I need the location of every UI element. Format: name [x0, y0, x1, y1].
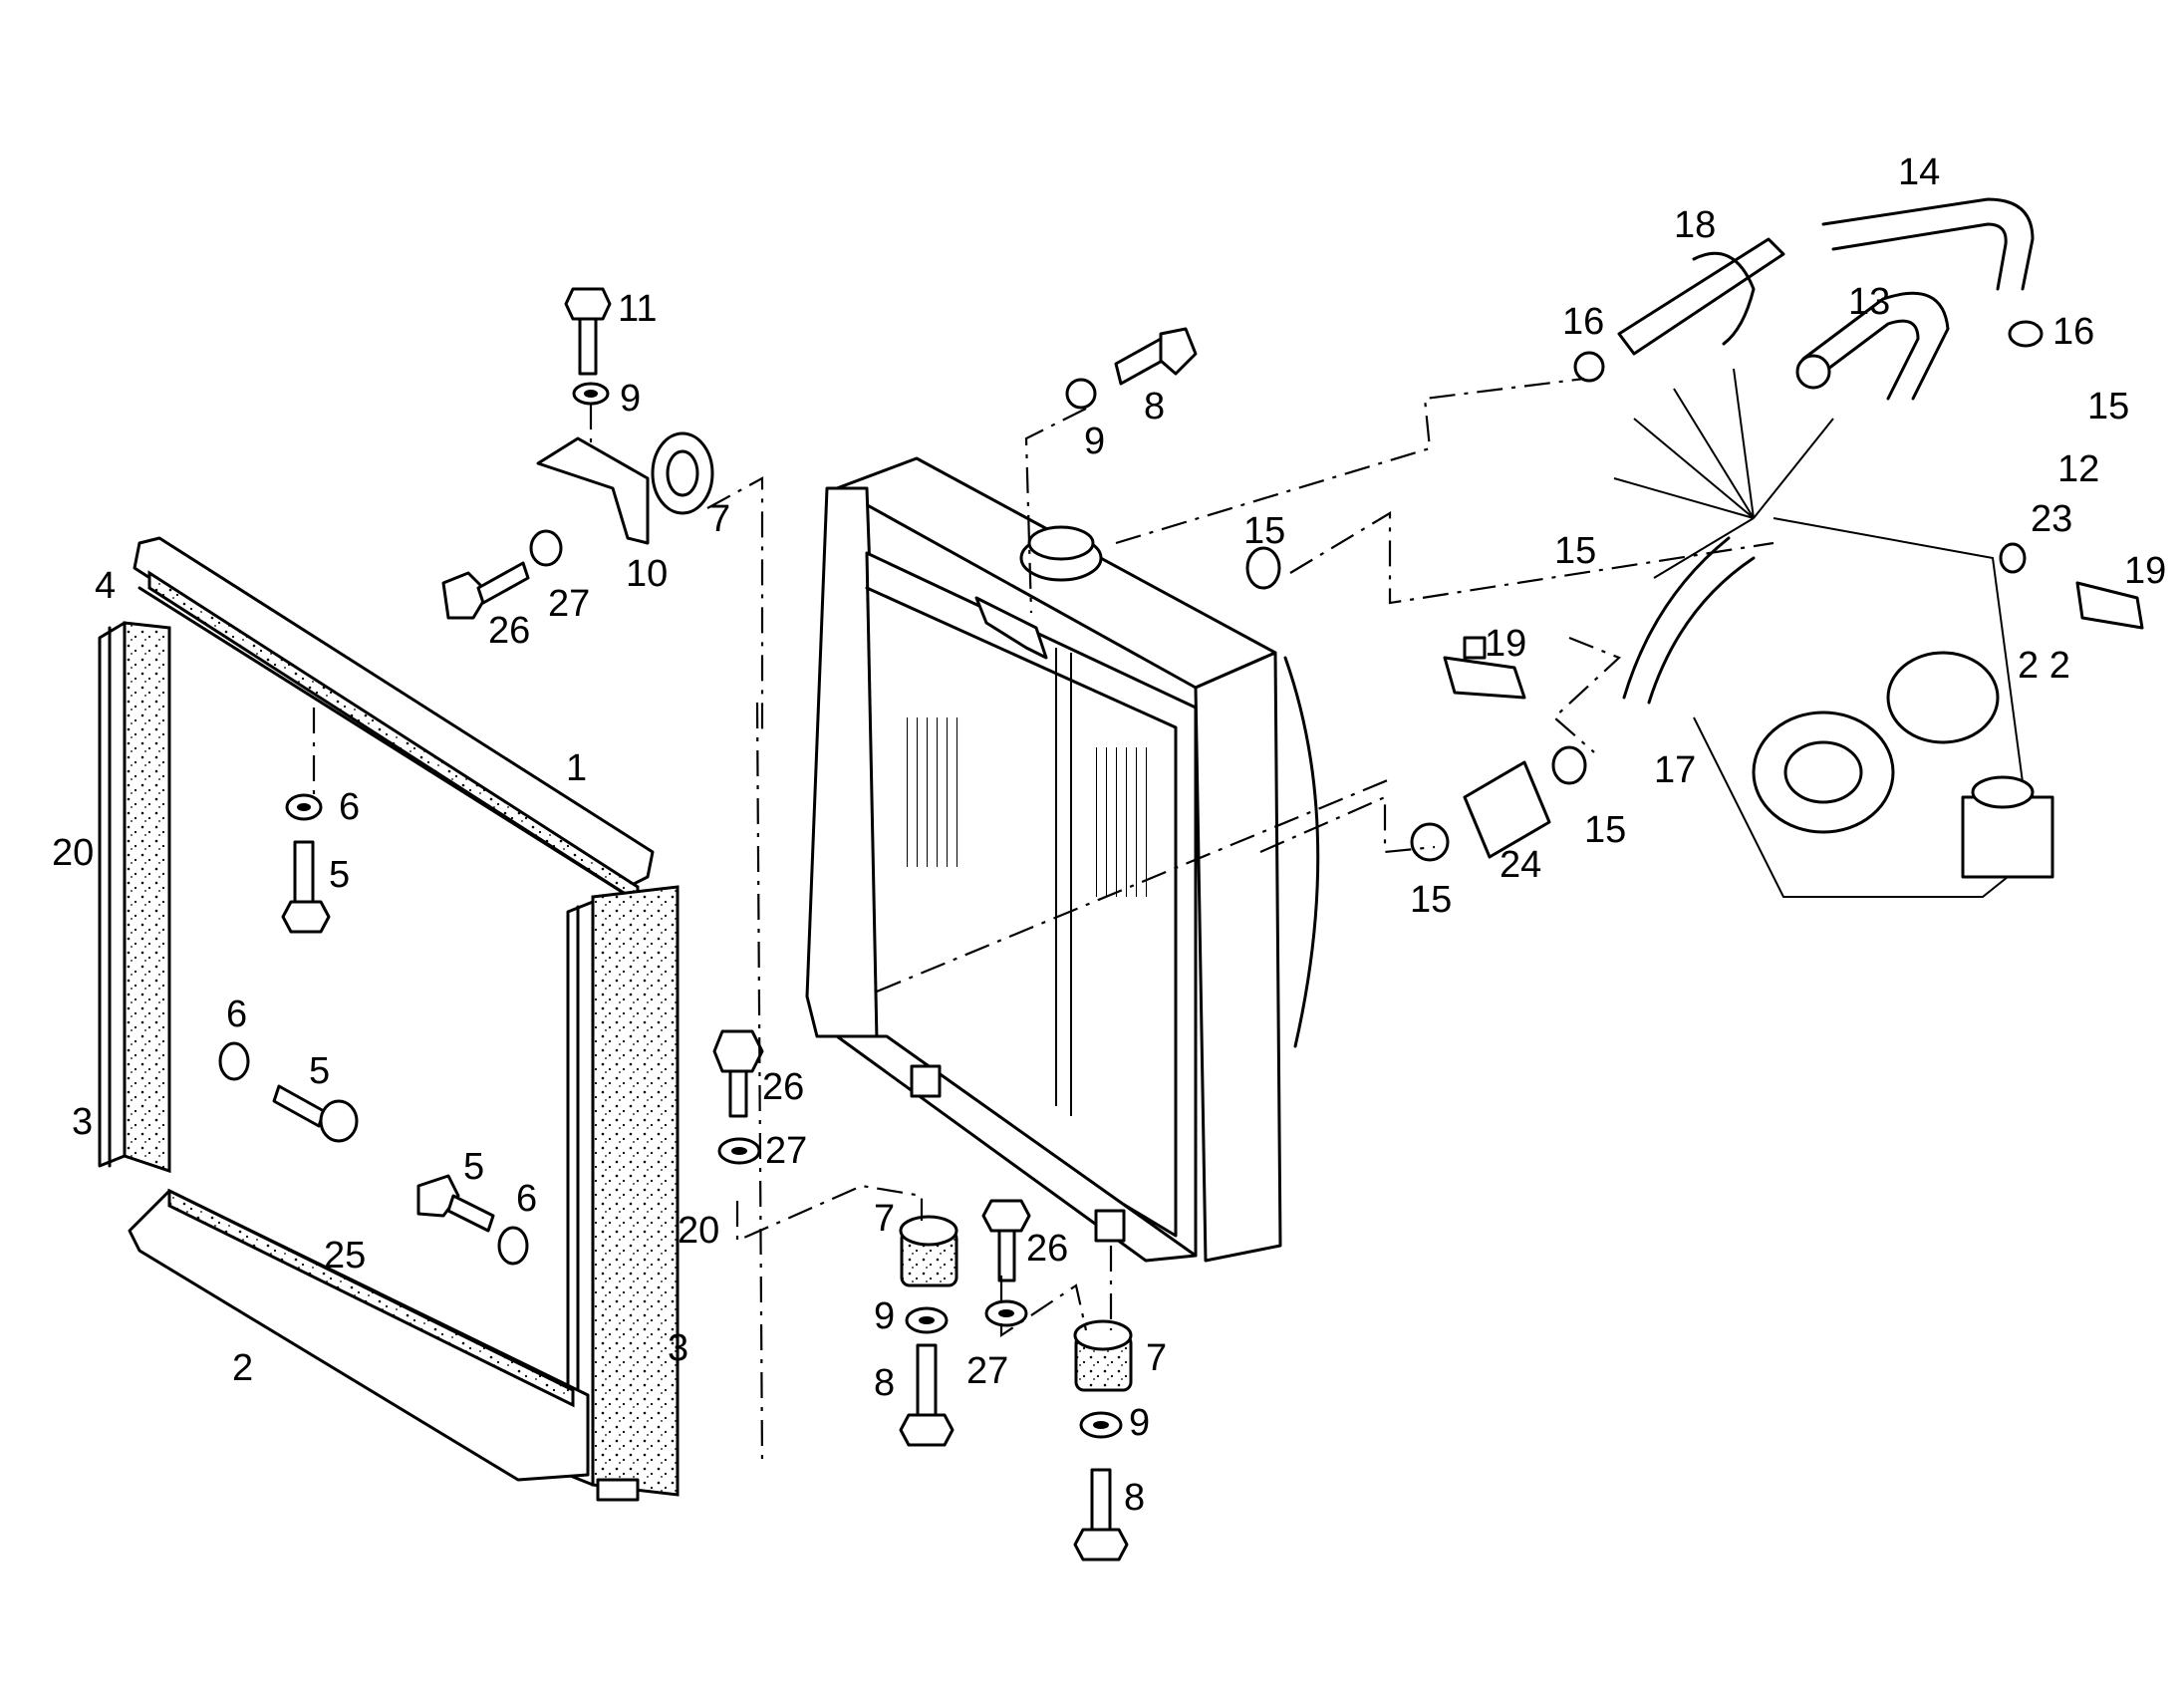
callout-7-bottom-right: 7	[1146, 1337, 1167, 1379]
callout-20-left: 20	[52, 832, 94, 874]
callout-15-center-right: 15	[1554, 530, 1596, 572]
callout-5-bottom: 5	[463, 1146, 484, 1188]
callout-9-top-center: 9	[1084, 421, 1105, 462]
callout-8-top: 8	[1144, 386, 1165, 427]
callout-3-left: 3	[72, 1101, 93, 1143]
callout-15-bottom-right: 15	[1584, 809, 1626, 851]
callout-5-middle: 5	[309, 1050, 330, 1092]
callout-19-left: 19	[1485, 623, 1526, 665]
callout-26-middle: 26	[762, 1066, 804, 1108]
hoses-and-clamps	[1245, 197, 2144, 862]
callout-18: 18	[1674, 204, 1716, 246]
callout-8-bottom-left: 8	[874, 1362, 895, 1404]
callout-7-top: 7	[709, 498, 730, 540]
callout-15-top-right: 15	[2087, 386, 2129, 427]
callout-24: 24	[1500, 844, 1541, 886]
radiator	[805, 456, 1320, 1263]
callout-5-top: 5	[329, 854, 350, 896]
callout-27-bottom: 27	[966, 1350, 1008, 1392]
callout-9-top-left: 9	[620, 378, 641, 420]
callout-2: 2	[232, 1347, 253, 1389]
callout-9-bottom-right: 9	[1129, 1402, 1150, 1444]
callout-16-left: 16	[1562, 301, 1604, 343]
callout-9-bottom-left: 9	[874, 1295, 895, 1337]
callout-15-center: 15	[1243, 510, 1285, 552]
callout-23: 23	[2031, 498, 2072, 540]
callout-27-middle: 27	[765, 1130, 807, 1172]
callout-22: 2 2	[2018, 645, 2070, 687]
callout-6-middle: 6	[226, 994, 247, 1035]
callout-16-right: 16	[2052, 311, 2094, 353]
engine-front	[1613, 368, 2054, 898]
callout-25: 25	[324, 1235, 366, 1277]
callout-3-right: 3	[668, 1327, 688, 1369]
shroud-frame	[98, 536, 680, 1502]
mounting-hardware	[218, 287, 1198, 1562]
callout-14: 14	[1898, 151, 1940, 193]
callout-12: 12	[2057, 448, 2099, 490]
callout-19-right: 19	[2124, 550, 2166, 592]
alignment-lines	[312, 377, 1774, 1466]
callout-27-top-left: 27	[548, 583, 590, 625]
callout-26-top-left: 26	[488, 610, 530, 652]
callout-6-bottom: 6	[516, 1178, 537, 1220]
callout-11: 11	[618, 288, 657, 330]
callout-7-bottom-left: 7	[874, 1198, 895, 1240]
callout-1: 1	[566, 747, 587, 789]
callout-13: 13	[1848, 281, 1890, 323]
callouts: 1 2 3 3 4 5 5 5 6 6 6 7 7 7 8 8 8 9 9 9 …	[52, 151, 2166, 1519]
callout-10: 10	[626, 553, 668, 595]
callout-26-bottom: 26	[1026, 1228, 1068, 1270]
callout-20-right: 20	[678, 1210, 719, 1252]
callout-8-bottom-right: 8	[1124, 1477, 1145, 1519]
callout-17: 17	[1654, 749, 1696, 791]
callout-4: 4	[95, 565, 116, 607]
callout-15-bottom-left: 15	[1410, 879, 1452, 921]
callout-6-top: 6	[339, 786, 360, 828]
